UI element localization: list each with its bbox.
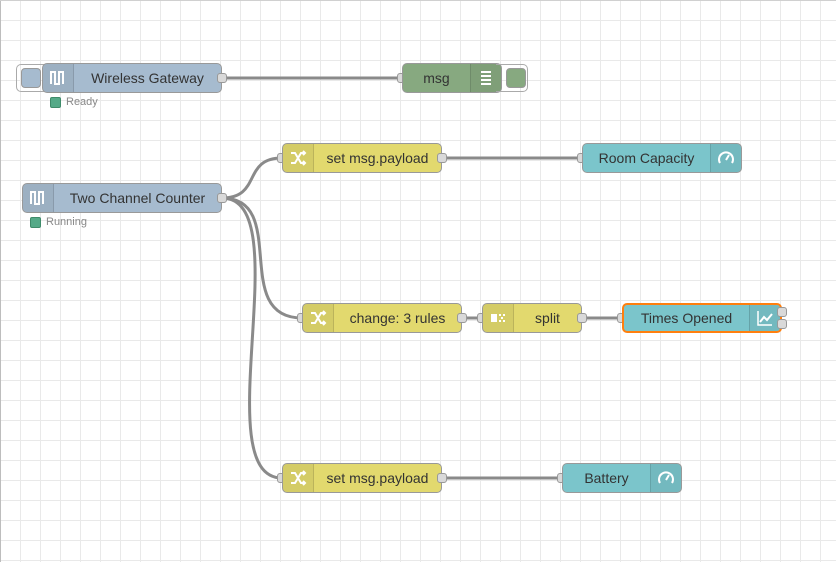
node-times-opened[interactable]: Times Opened [622, 303, 782, 333]
output-port[interactable] [437, 153, 447, 163]
node-set-payload-2[interactable]: set msg.payload [282, 463, 442, 493]
wire-counter-to-set-payload-1[interactable] [221, 156, 283, 200]
shuffle-icon [283, 144, 314, 172]
status-dot [50, 96, 61, 108]
node-label: change: 3 rules [349, 310, 446, 326]
gauge-icon [710, 144, 741, 172]
wire-counter-to-change-rules[interactable] [221, 196, 303, 320]
output-port-1[interactable] [777, 307, 787, 317]
output-port[interactable] [437, 473, 447, 483]
debug-toggle-button[interactable] [506, 68, 526, 88]
status-text: Ready [66, 96, 98, 108]
status-ready: Ready [50, 96, 98, 108]
canvas-left-edge [0, 0, 1, 562]
status-text: Running [46, 216, 87, 228]
node-label: Battery [584, 470, 629, 486]
output-port[interactable] [577, 313, 587, 323]
canvas-top-edge [0, 0, 836, 1]
shuffle-icon [303, 304, 334, 332]
debug-toggle-bracket [496, 64, 528, 92]
node-msg-debug[interactable]: msg [402, 63, 502, 93]
node-split[interactable]: split [482, 303, 582, 333]
node-label: Times Opened [640, 310, 733, 326]
pulse-icon [43, 64, 74, 92]
node-label: msg [423, 70, 450, 86]
node-label: Room Capacity [598, 150, 695, 166]
output-port-2[interactable] [777, 319, 787, 329]
node-label: Two Channel Counter [69, 190, 206, 206]
pulse-icon [23, 184, 54, 212]
node-battery[interactable]: Battery [562, 463, 682, 493]
status-running: Running [30, 216, 87, 228]
chart-icon [749, 305, 780, 331]
list-icon [470, 64, 501, 92]
node-set-payload-1[interactable]: set msg.payload [282, 143, 442, 173]
status-dot [30, 216, 41, 228]
gateway-inject-button[interactable] [21, 68, 41, 88]
node-label: Wireless Gateway [91, 70, 204, 86]
gateway-inject-bracket [16, 64, 48, 92]
wire-counter-to-set-payload-2[interactable] [221, 196, 283, 480]
output-port[interactable] [217, 193, 227, 203]
node-room-capacity[interactable]: Room Capacity [582, 143, 742, 173]
split-icon [483, 304, 514, 332]
node-label: set msg.payload [326, 150, 429, 166]
output-port[interactable] [217, 73, 227, 83]
output-port[interactable] [457, 313, 467, 323]
node-label: split [535, 310, 560, 326]
gauge-icon [650, 464, 681, 492]
node-two-channel-counter[interactable]: Two Channel Counter [22, 183, 222, 213]
node-change-rules[interactable]: change: 3 rules [302, 303, 462, 333]
node-label: set msg.payload [326, 470, 429, 486]
node-wireless-gateway[interactable]: Wireless Gateway [42, 63, 222, 93]
shuffle-icon [283, 464, 314, 492]
